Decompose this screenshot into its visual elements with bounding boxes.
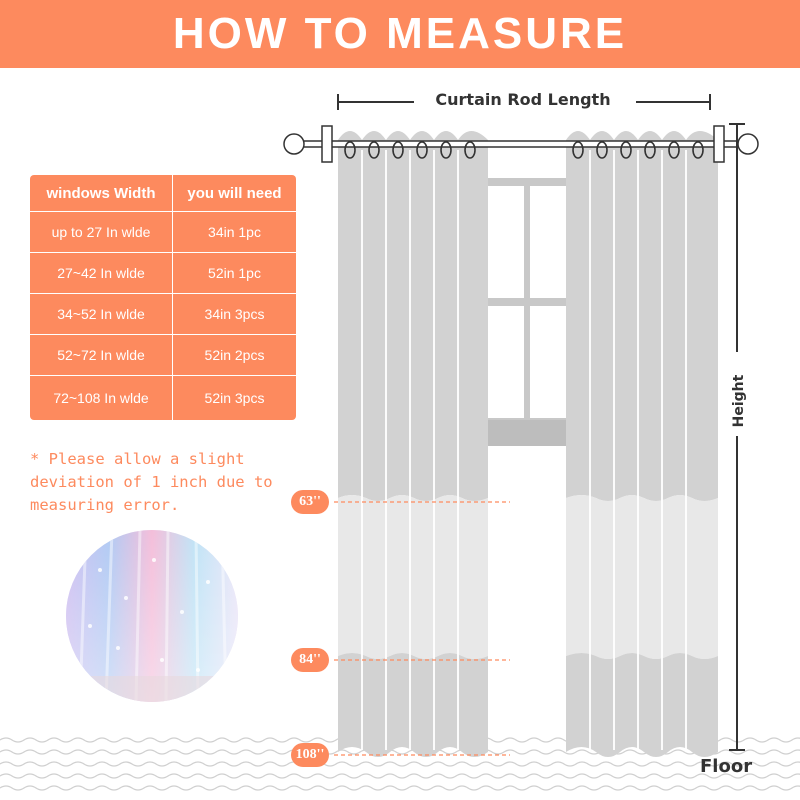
rod-length-dimension bbox=[337, 94, 711, 110]
left-curtain bbox=[338, 131, 488, 757]
table-row: 27~42 In wlde 52in 1pc bbox=[30, 253, 296, 294]
window-icon bbox=[476, 178, 578, 446]
height-label: Height bbox=[731, 374, 747, 428]
table-row: 52~72 In wlde 52in 2pcs bbox=[30, 335, 296, 376]
floor-label: Floor bbox=[700, 756, 753, 777]
note-line: deviation of 1 inch due to bbox=[30, 473, 273, 491]
measurement-note: * Please allow a slight deviation of 1 i… bbox=[30, 448, 300, 517]
length-badge-84: 84'' bbox=[291, 648, 329, 672]
right-curtain bbox=[566, 131, 718, 757]
table-row: 34~52 In wlde 34in 3pcs bbox=[30, 294, 296, 335]
length-mark-lines bbox=[334, 501, 510, 756]
page-title: HOW TO MEASURE bbox=[172, 9, 628, 58]
table-cell-width: up to 27 In wlde bbox=[30, 212, 173, 253]
table-cell-width: 27~42 In wlde bbox=[30, 253, 173, 294]
height-dimension bbox=[729, 123, 745, 751]
table-cell-need: 52in 1pc bbox=[173, 253, 296, 294]
column-header-width: windows Width bbox=[30, 175, 173, 212]
length-badge-63: 63'' bbox=[291, 490, 329, 514]
table-row: 72~108 In wlde 52in 3pcs bbox=[30, 376, 296, 420]
column-header-need: you will need bbox=[173, 175, 296, 212]
length-badge-108: 108'' bbox=[291, 743, 329, 767]
table-row: up to 27 In wlde 34in 1pc bbox=[30, 212, 296, 253]
table-cell-need: 34in 1pc bbox=[173, 212, 296, 253]
note-line: measuring error. bbox=[30, 496, 180, 514]
table-cell-width: 34~52 In wlde bbox=[30, 294, 173, 335]
grommet-ring-icon bbox=[344, 141, 704, 159]
table-cell-need: 34in 3pcs bbox=[173, 294, 296, 335]
table-cell-width: 72~108 In wlde bbox=[30, 376, 173, 420]
rod-length-label: Curtain Rod Length bbox=[435, 90, 611, 109]
header-banner: HOW TO MEASURE bbox=[0, 0, 800, 68]
size-table: windows Width you will need up to 27 In … bbox=[30, 175, 296, 420]
table-header-row: windows Width you will need bbox=[30, 175, 296, 212]
table-cell-need: 52in 3pcs bbox=[204, 390, 265, 406]
table-cell-width: 52~72 In wlde bbox=[30, 335, 173, 376]
note-line: * Please allow a slight bbox=[30, 450, 245, 468]
table-cell-need: 52in 2pcs bbox=[173, 335, 296, 376]
